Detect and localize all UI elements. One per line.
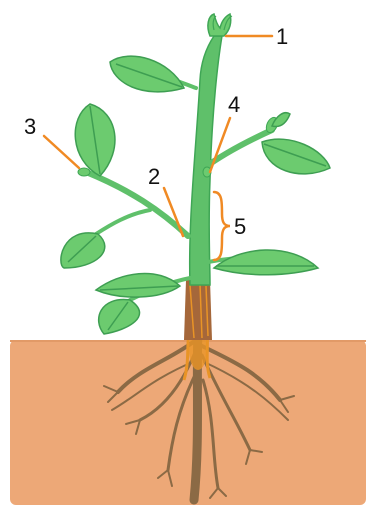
terminal-bud: [208, 14, 232, 36]
leaf-right-mid: [262, 139, 330, 174]
callout-line-2: [164, 188, 183, 236]
callout-label-3: 3: [24, 114, 36, 139]
axillary-bud: [78, 168, 90, 176]
callout-label-1: 1: [276, 24, 288, 49]
leaf-left-bottom: [99, 300, 140, 334]
callout-line-3: [44, 136, 79, 168]
callout-brace-5: [214, 192, 230, 260]
leaf-right-lower: [214, 250, 318, 275]
leaf-right-small: [272, 113, 290, 127]
callout-label-5: 5: [234, 214, 246, 239]
leaf-left-bottom-2: [96, 274, 180, 298]
leaf-upper-left: [110, 56, 184, 92]
callout-label-4: 4: [228, 92, 240, 117]
callout-label-2: 2: [148, 164, 160, 189]
leaf-left-lower: [61, 233, 105, 268]
